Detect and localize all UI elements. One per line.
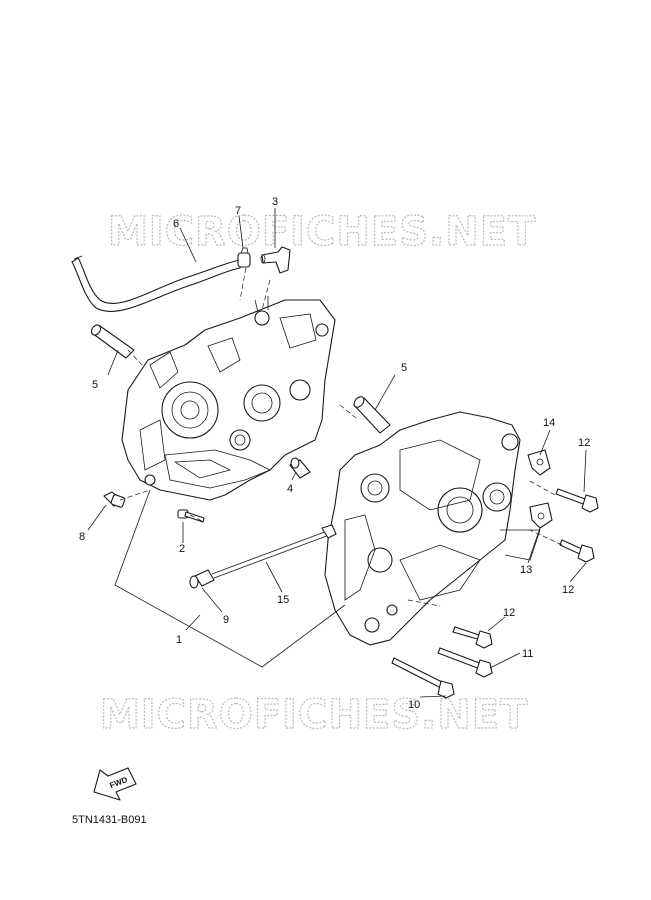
align-line-2 <box>189 514 205 523</box>
dowel-pin-4 <box>289 457 311 479</box>
callout-14: 14 <box>543 417 555 429</box>
dowel-pin-right <box>353 396 391 434</box>
callout-1: 1 <box>176 634 182 646</box>
bolt-12-middle <box>559 539 595 563</box>
callout-12-lower: 12 <box>503 607 515 619</box>
align-line-8 <box>119 489 151 501</box>
bolt-12-upper <box>555 488 599 513</box>
dowel-pin-left <box>90 324 135 359</box>
watermark-bottom: MICROFICHES.NET <box>100 692 528 738</box>
oil-delivery-pipe <box>189 524 337 589</box>
leader-lines <box>87 208 587 698</box>
align-line-5b <box>339 404 357 419</box>
callout-15: 15 <box>277 594 289 606</box>
callout-5-right: 5 <box>401 362 407 374</box>
align-line-12a <box>527 479 556 496</box>
align-line-3 <box>261 279 271 311</box>
breather-fitting <box>260 246 291 274</box>
drain-plug <box>103 491 126 508</box>
align-line-12b <box>529 529 563 546</box>
callout-10: 10 <box>408 699 420 711</box>
diagram-reference-code: 5TN1431-B091 <box>72 814 147 826</box>
callout-12-upper: 12 <box>578 437 590 449</box>
left-crankcase-half <box>121 296 336 501</box>
align-line-7 <box>239 267 247 301</box>
callout-3: 3 <box>272 196 278 208</box>
callout-4: 4 <box>287 483 293 495</box>
callout-11: 11 <box>522 648 533 660</box>
breather-hose <box>71 255 241 312</box>
align-line-5a <box>127 349 143 366</box>
callout-13: 13 <box>520 564 532 576</box>
cable-clamp-13 <box>529 502 553 529</box>
forward-arrow-icon: FWD <box>93 767 137 801</box>
hose-clip <box>237 247 251 268</box>
bolt-11 <box>437 647 493 678</box>
callout-7: 7 <box>235 205 241 217</box>
bolt-12-lower <box>452 626 493 649</box>
callout-2: 2 <box>179 543 185 555</box>
callout-12-middle: 12 <box>562 584 574 596</box>
callout-5-left: 5 <box>92 379 98 391</box>
bolt-10 <box>391 657 455 699</box>
callout-9: 9 <box>223 614 229 626</box>
right-crankcase-half <box>324 411 541 646</box>
callout-8: 8 <box>79 531 85 543</box>
watermark-top: MICROFICHES.NET <box>108 209 536 255</box>
cable-clamp-14 <box>527 449 551 476</box>
callout-6: 6 <box>173 218 179 230</box>
